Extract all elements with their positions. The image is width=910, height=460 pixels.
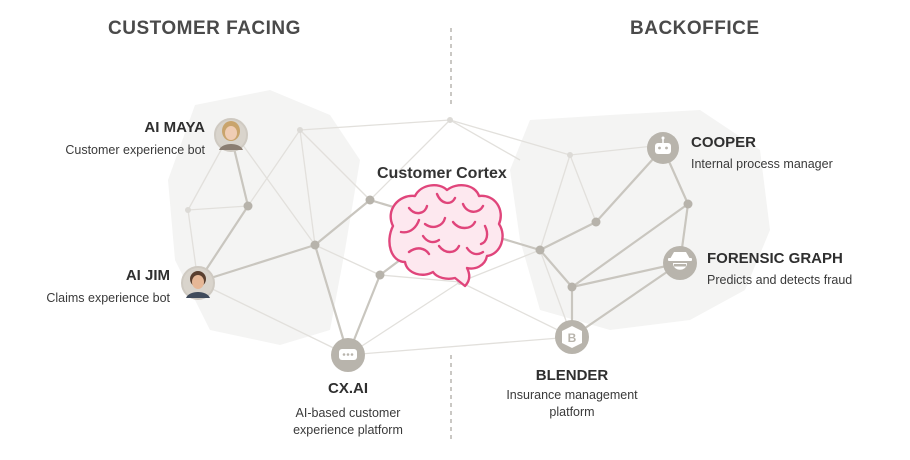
cooper-desc: Internal process manager [691, 157, 833, 171]
detective-icon [663, 246, 697, 280]
chat-bubble-icon [331, 338, 365, 372]
cx-ai-desc-line-1: AI-based customer [295, 406, 401, 420]
svg-text:B: B [568, 331, 577, 345]
ai-jim-desc: Claims experience bot [46, 291, 170, 305]
cooper-name: COOPER [691, 134, 757, 151]
graph-nodes [185, 117, 693, 292]
right-background-shape [510, 110, 770, 330]
blender-b-icon: B [555, 320, 589, 354]
cx-ai-desc-line-2: experience platform [293, 423, 403, 437]
section-title-backoffice: BACKOFFICE [630, 18, 760, 39]
ai-maya-desc: Customer experience bot [65, 143, 205, 157]
avatar-jim [181, 266, 215, 300]
customer-cortex-label: Customer Cortex [377, 165, 507, 182]
ai-jim-name: AI JIM [125, 267, 170, 284]
forensic-graph-name: FORENSIC GRAPH [707, 250, 843, 267]
ai-maya-name: AI MAYA [144, 119, 205, 136]
cx-ai-name: CX.AI [327, 380, 368, 397]
blender-desc-line-2: platform [549, 405, 595, 419]
blender-desc-line-1: Insurance management [506, 388, 638, 402]
avatar-maya [214, 118, 248, 152]
left-background-shape [168, 90, 360, 345]
brain-icon [388, 184, 504, 288]
forensic-graph-desc: Predicts and detects fraud [707, 273, 853, 287]
section-title-customer-facing: CUSTOMER FACING [108, 18, 301, 39]
robot-icon [647, 132, 679, 164]
blender-name: BLENDER [535, 367, 609, 384]
